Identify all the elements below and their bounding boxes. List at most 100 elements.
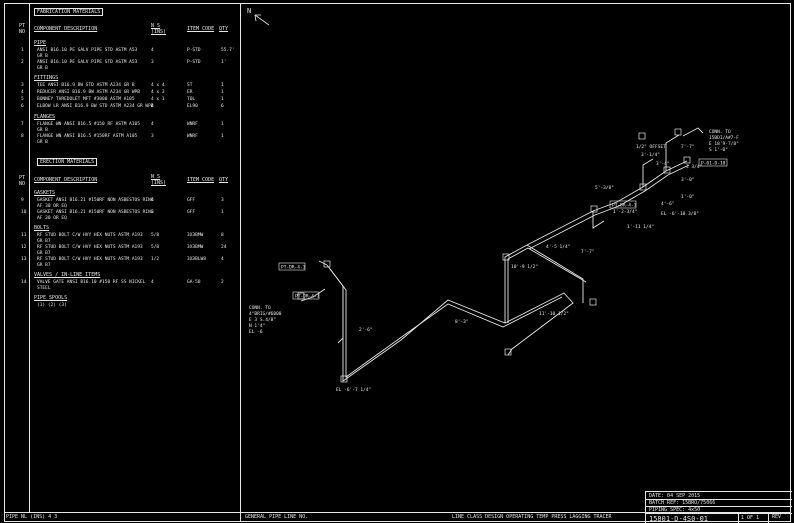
col-ns-header-2: N S(INS) <box>151 174 167 186</box>
bom-row-desc: (1) (2) (3) <box>37 303 67 308</box>
conn-top-note: CONN. TO 15BDI/A#7-F E 18'9-7/8" S 1'-0" <box>709 129 739 153</box>
bom-row-ns: 4 x 1 <box>151 97 165 102</box>
conn-left-l4: N 1'4" <box>249 323 265 329</box>
dim-6: 11'-10 1/2" <box>539 311 569 317</box>
bom-row-code: ER <box>187 90 193 95</box>
bom-row-desc: VALVE GATE ANSI B16.10 #150 RF SS NICKEL… <box>37 280 146 291</box>
dim-5: 7'-7" <box>581 249 595 255</box>
bom-row-code: GA-58 <box>187 280 201 285</box>
conn-top-l1: CONN. TO <box>709 129 731 135</box>
bom-row-desc: BONNEY THREDOLET MFT #3000 ASTM A105 <box>37 97 135 102</box>
bom-row-qty: 8 <box>221 233 224 238</box>
conn-left-l3: E 3 S.4/8" <box>249 317 276 323</box>
col-item-header-2: ITEM CODE <box>187 177 215 183</box>
bom-section-heading: BOLTS <box>34 225 50 231</box>
bom-section-heading: PIPE SPOOLS <box>34 295 68 301</box>
col-qty-header-2: QTY <box>219 177 229 183</box>
dim-8: 1'-2-3/4" <box>613 209 637 215</box>
bom-row-no: 3 <box>21 83 24 88</box>
bom-row-ns: 3 <box>151 134 154 139</box>
bom-row-desc: GASKET ANSI B16.21 #150RF NON ASBESTOS R… <box>37 198 154 209</box>
bom-row-no: 10 <box>21 210 27 215</box>
bom-row-no: 2 <box>21 60 24 65</box>
col-desc-header: COMPONENT DESCRIPTION <box>34 26 98 32</box>
bom-section-heading: FLANGES <box>34 114 56 120</box>
bom-row-qty: 1 <box>221 122 224 127</box>
tag-right: P-01-D-10 <box>701 161 726 167</box>
bom-row-qty: 2 <box>221 280 224 285</box>
bom-row-ns: 4 <box>151 104 154 109</box>
conn-left-note: CONN. TO 4"BRIG/#6000 E 3 S.4/8" N 1'4" … <box>249 305 282 335</box>
bom-row-desc: GASKET ANSI B16.21 #150RF NON ASBESTOS R… <box>37 210 154 221</box>
dim-12: 1'-0" <box>681 194 695 200</box>
rev-field: REV <box>772 514 782 520</box>
fittings <box>297 128 691 383</box>
el-bottom: EL -6'-7 1/4" <box>336 387 371 393</box>
col-item-header: ITEM CODE <box>187 26 215 32</box>
bom-row-code: GFF <box>187 198 196 203</box>
pt-column-line <box>29 3 30 513</box>
bom-row-qty: 55.7' <box>221 48 235 53</box>
bom-row-no: 9 <box>21 198 24 203</box>
bom-row-qty: 1 <box>221 97 224 102</box>
bom-row-ns: 5/8 <box>151 245 160 250</box>
dim-4: 4'-5 1/4" <box>546 244 570 250</box>
bom-row-desc: ELBOW LR ANSI B16.9 BW STD ASTM A234 GR … <box>37 104 154 109</box>
dim-15: 7'-7" <box>681 144 695 150</box>
bom-divider <box>240 3 241 522</box>
bom-row-no: 4 <box>21 90 24 95</box>
bom-row-code: ST <box>187 83 193 88</box>
date-field: DATE: 04 SEP 2015 <box>649 493 701 499</box>
spec-field: PIPING SPEC: 4x50 <box>649 507 701 513</box>
bom-row-no: 14 <box>21 280 27 285</box>
dim-7: 5'-3/8" <box>595 185 614 191</box>
col-qty-header: QTY <box>219 26 229 32</box>
bom-row-code: EL90 <box>187 104 198 109</box>
conn-top-l4: S 1'-0" <box>709 147 728 153</box>
dim-13: 3 3/4" <box>686 164 702 170</box>
footer-cols: LINE CLASS DESIGN OPERATING TEMP PRESS L… <box>452 514 612 520</box>
bom-row-code: 3X3BMW <box>187 233 204 238</box>
el-right: EL -6'-10 3/8" <box>661 211 699 217</box>
bom-section-heading: PIPE <box>34 40 47 46</box>
dwg-number: 15801-D-4S0-01 <box>649 515 709 523</box>
tag-left-1: PT-DR-4-1 <box>281 265 306 271</box>
bom-row-code: P-STD <box>187 48 201 53</box>
bom-section-heading: VALVES / IN-LINE ITEMS <box>34 272 101 278</box>
bom-row-qty: 4 <box>221 257 224 262</box>
bom-row-qty: 3 <box>221 198 224 203</box>
bom-row-ns: 5/8 <box>151 233 160 238</box>
bom-row-ns: 4 x 3 <box>151 90 165 95</box>
bom-row-code: P-STD <box>187 60 201 65</box>
bom-row-ns: 4 <box>151 122 154 127</box>
bom-row-qty: 6 <box>221 104 224 109</box>
conn-top-l2: 15BDI/A#7-F <box>709 135 739 141</box>
bom-row-no: 11 <box>21 233 27 238</box>
bom-row-code: WNRF <box>187 134 198 139</box>
title-block: DATE: 04 SEP 2015 BATCH REF: 15BRO/75066… <box>645 491 792 523</box>
dim-3: 10'-9 1/2" <box>511 264 538 270</box>
bom-row-code: 3X3BLW8 <box>187 257 206 262</box>
tag-mid: PT-DR-4-1 <box>612 203 637 209</box>
conn-left-l1: CONN. TO <box>249 305 271 311</box>
batch-field: BATCH REF: 15BRO/75066 <box>649 500 716 506</box>
bom-row-code: 3X3BMW <box>187 245 204 250</box>
dim-16: 1/2" OFFSET <box>636 144 666 150</box>
bom-row-ns: 1/2 <box>151 257 160 262</box>
bom-row-no: 12 <box>21 245 27 250</box>
dim-1: 2'-6" <box>359 327 373 333</box>
bom-row-ns: 3 <box>151 210 154 215</box>
bom-row-qty: 1 <box>221 210 224 215</box>
bom-row-ns: 4 <box>151 48 154 53</box>
erection-title: ERECTION MATERIALS <box>37 158 98 166</box>
sheet-field: 1 OF 1 <box>741 515 760 521</box>
bom-row-code: GFF <box>187 210 196 215</box>
bom-row-desc: REDUCER ANSI B16.9 BW ASTM A234 GR WPB <box>37 90 140 95</box>
